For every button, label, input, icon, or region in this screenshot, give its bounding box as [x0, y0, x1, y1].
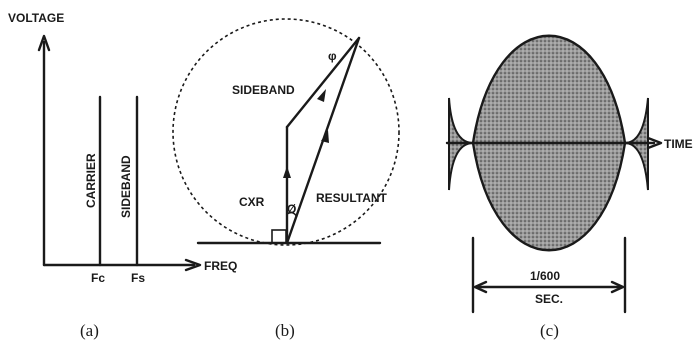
carrier-label: CARRIER: [84, 153, 98, 208]
period-arrow-right: [610, 280, 625, 294]
freq-axis-arrow: [184, 258, 202, 272]
time-axis-label: TIME: [664, 137, 693, 151]
panel-a-spectrum: VOLTAGE FREQ CARRIER SIDEBAND Fc Fs (a): [8, 11, 237, 340]
freq-axis-label: FREQ: [204, 259, 237, 273]
phase-angle-label: Ø: [287, 202, 296, 216]
right-angle-mark: [271, 229, 287, 244]
panel-b-phasor: SIDEBAND CXR RESULTANT Ø φ (b): [172, 18, 400, 340]
fc-tick-label: Fc: [91, 271, 105, 285]
sideband-line-label: SIDEBAND: [119, 155, 133, 218]
period-value-label: 1/600: [530, 269, 560, 283]
caption-b: (b): [275, 321, 295, 340]
resultant-label: RESULTANT: [316, 191, 388, 205]
voltage-axis-label: VOLTAGE: [8, 11, 64, 25]
sideband-arrowhead: [317, 89, 326, 102]
sideband-phasor-label: SIDEBAND: [232, 83, 295, 97]
panel-c-waveform: TIME 1/600 SEC. (c): [445, 34, 693, 340]
small-angle-label: φ: [328, 49, 337, 63]
time-axis-arrow: [646, 136, 663, 150]
voltage-axis-arrow: [37, 34, 51, 52]
resultant-arrowhead: [321, 130, 329, 143]
sideband-phasor: [285, 36, 361, 129]
period-unit-label: SEC.: [535, 292, 563, 306]
locus-circle: [172, 18, 400, 246]
fs-tick-label: Fs: [131, 271, 145, 285]
period-arrow-left: [473, 280, 488, 294]
caption-a: (a): [80, 321, 99, 340]
phase-angle-arc: [286, 211, 298, 218]
carrier-phasor-label: CXR: [239, 195, 265, 209]
caption-c: (c): [540, 321, 559, 340]
carrier-arrowhead: [283, 166, 291, 178]
